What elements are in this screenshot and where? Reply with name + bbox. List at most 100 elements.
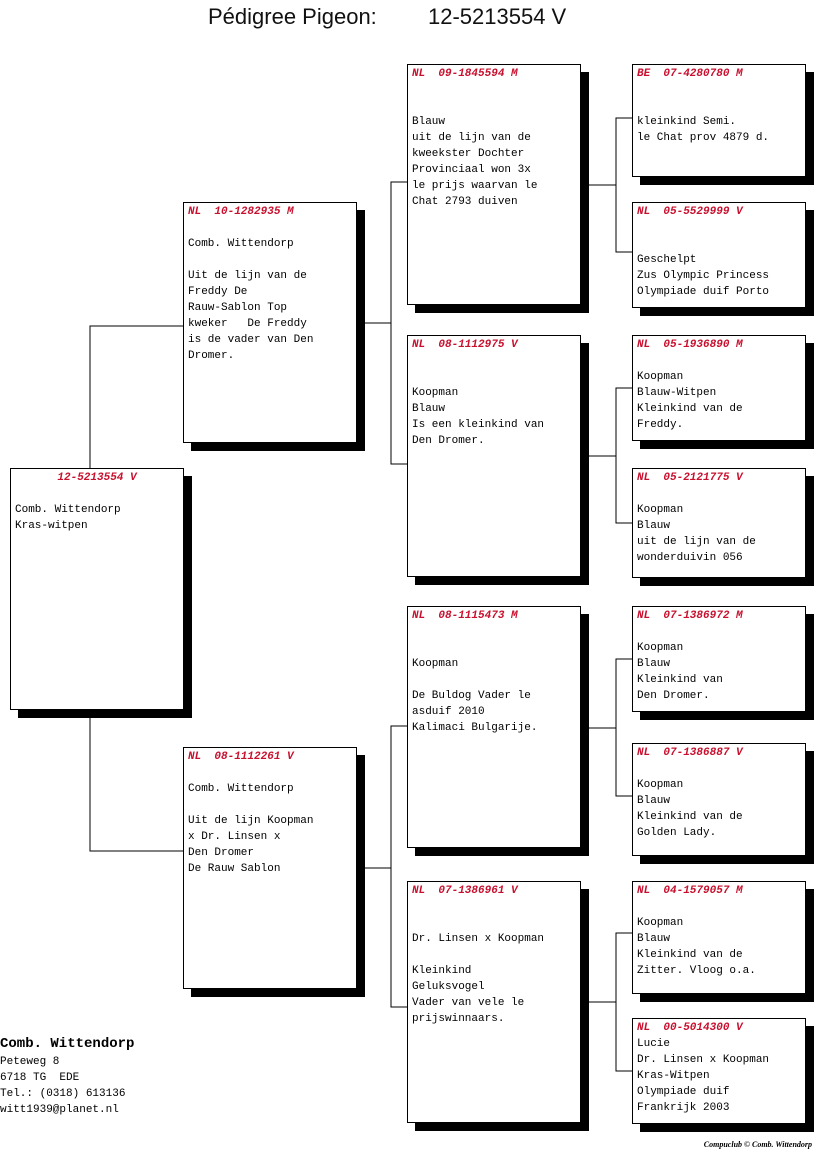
description-line (15, 486, 179, 502)
pigeon-description: Geschelpt Zus Olympic Princess Olympiade… (633, 220, 805, 300)
pigeon-card-dam[interactable]: NL 08-1112261 V Comb. Wittendorp Uit de … (183, 747, 357, 989)
description-line (412, 353, 576, 369)
connector-gp1-bracket (615, 117, 632, 253)
pigeon-card-grandsire-maternal[interactable]: NL 08-1115473 M Koopman De Buldog Vader … (407, 606, 581, 848)
description-line: Uit de lijn van de (188, 270, 307, 282)
description-line: Frankrijk 2003 (637, 1102, 730, 1114)
description-line: Chat 2793 duiven (412, 196, 518, 208)
owner-address-street: Peteweg 8 (0, 1056, 60, 1068)
pigeon-card-ggp-7[interactable]: NL 04-1579057 M Koopman Blauw Kleinkind … (632, 881, 806, 994)
pigeon-card-ggp-3[interactable]: NL 05-1936890 M Koopman Blauw-Witpen Kle… (632, 335, 806, 441)
pigeon-card-ggp-1[interactable]: BE 07-4280780 M kleinkind Semi. le Chat … (632, 64, 806, 177)
ring-number: BE 07-4280780 M (637, 68, 743, 80)
owner-info: Comb. Wittendorp Peteweg 8 6718 TG EDE T… (0, 1034, 134, 1118)
description-line: Kras-witpen (15, 520, 88, 532)
description-line: le Chat prov 4879 d. (637, 132, 770, 144)
owner-email[interactable]: witt1939@planet.nl (0, 1104, 119, 1116)
description-line: x Dr. Linsen x (188, 831, 281, 843)
description-line: Dr. Linsen x Koopman (412, 933, 545, 945)
description-line: Olympiade duif Porto (637, 286, 770, 298)
description-line: Provinciaal won 3x (412, 164, 531, 176)
pigeon-description: Koopman Blauw uit de lijn van de wonderd… (633, 486, 805, 566)
pigeon-card-granddam-paternal[interactable]: NL 08-1112975 V Koopman Blauw Is een kle… (407, 335, 581, 577)
description-line: prijswinnaars. (412, 1013, 505, 1025)
description-line (412, 624, 576, 640)
description-line: Den Dromer. (637, 690, 710, 702)
description-line: Freddy De (188, 286, 248, 298)
description-line (637, 761, 801, 777)
description-line: Blauw (637, 795, 671, 807)
description-line: uit de lijn van de (637, 536, 756, 548)
description-line: is de vader van Den (188, 334, 314, 346)
description-line: Blauw (637, 520, 671, 532)
description-line: Dromer. (188, 350, 235, 362)
description-line (412, 899, 576, 915)
description-line: Koopman (412, 658, 459, 670)
ring-number: NL 00-5014300 V (637, 1022, 743, 1034)
ring-number: NL 10-1282935 M (188, 206, 294, 218)
ring-number: NL 07-1386887 V (637, 747, 743, 759)
connector-gp2-bracket (615, 387, 632, 524)
ring-number: NL 05-2121775 V (637, 472, 743, 484)
description-line (188, 220, 352, 236)
pigeon-card-granddam-maternal[interactable]: NL 07-1386961 V Dr. Linsen x Koopman Kle… (407, 881, 581, 1123)
description-line: Zitter. Vloog o.a. (637, 965, 756, 977)
ring-number: NL 08-1112975 V (412, 339, 518, 351)
description-line (188, 252, 352, 268)
description-line: Vader van vele le (412, 997, 525, 1009)
description-line: Lucie (637, 1038, 671, 1050)
pigeon-description: Koopman Blauw Kleinkind van de Zitter. V… (633, 899, 805, 979)
pigeon-description: Blauw uit de lijn van de kweekster Docht… (408, 82, 580, 210)
description-line: Koopman (637, 504, 684, 516)
description-line: Kleinkind van de (637, 811, 743, 823)
description-line (637, 353, 801, 369)
description-line (637, 899, 801, 915)
owner-address-city: 6718 TG EDE (0, 1072, 80, 1084)
pigeon-card-ggp-8[interactable]: NL 00-5014300 V Lucie Dr. Linsen x Koopm… (632, 1018, 806, 1124)
pigeon-card-ggp-4[interactable]: NL 05-2121775 V Koopman Blauw uit de lij… (632, 468, 806, 578)
description-line: Is een kleinkind van (412, 419, 545, 431)
pigeon-description: Comb. Wittendorp Kras-witpen (11, 486, 183, 534)
description-line: Freddy. (637, 419, 684, 431)
pigeon-card-ggp-2[interactable]: NL 05-5529999 V Geschelpt Zus Olympic Pr… (632, 202, 806, 308)
description-line: Dr. Linsen x Koopman (637, 1054, 770, 1066)
description-line (637, 236, 801, 252)
ring-number: NL 08-1112261 V (188, 751, 294, 763)
pigeon-card-grandsire-paternal[interactable]: NL 09-1845594 M Blauw uit de lijn van de… (407, 64, 581, 305)
pigeon-description: kleinkind Semi. le Chat prov 4879 d. (633, 82, 805, 146)
description-line (188, 765, 352, 781)
description-line (412, 82, 576, 98)
pigeon-card-ggp-5[interactable]: NL 07-1386972 M Koopman Blauw Kleinkind … (632, 606, 806, 712)
pigeon-description: Koopman Blauw-Witpen Kleinkind van de Fr… (633, 353, 805, 433)
description-line: Uit de lijn Koopman (188, 815, 314, 827)
description-line: uit de lijn van de (412, 132, 531, 144)
description-line (412, 947, 576, 963)
description-line: Koopman (412, 387, 459, 399)
description-line: Kleinkind van de (637, 949, 743, 961)
connector-sire-bracket (390, 181, 407, 465)
pigeon-card-ggp-6[interactable]: NL 07-1386887 V Koopman Blauw Kleinkind … (632, 743, 806, 856)
description-line: Kleinkind van de (637, 403, 743, 415)
description-line (412, 98, 576, 114)
pigeon-card-main[interactable]: 12-5213554 V Comb. Wittendorp Kras-witpe… (10, 468, 184, 710)
pigeon-description: Koopman De Buldog Vader le asduif 2010 K… (408, 624, 580, 736)
ring-number: NL 08-1115473 M (412, 610, 518, 622)
ring-number: NL 07-1386961 V (412, 885, 518, 897)
pigeon-description: Dr. Linsen x Koopman Kleinkind Geluksvog… (408, 899, 580, 1027)
description-line: kweker De Freddy (188, 318, 307, 330)
description-line: Koopman (637, 371, 684, 383)
description-line (637, 82, 801, 98)
pigeon-description: Koopman Blauw Kleinkind van Den Dromer. (633, 624, 805, 704)
description-line: Kalimaci Bulgarije. (412, 722, 538, 734)
pigeon-card-sire[interactable]: NL 10-1282935 M Comb. Wittendorp Uit de … (183, 202, 357, 443)
description-line: Golden Lady. (637, 827, 717, 839)
pigeon-description: Koopman Blauw Kleinkind van de Golden La… (633, 761, 805, 841)
description-line (637, 220, 801, 236)
description-line: Koopman (637, 642, 684, 654)
description-line: Koopman (637, 779, 684, 791)
owner-name: Comb. Wittendorp (0, 1036, 135, 1052)
description-line: Zus Olympic Princess (637, 270, 770, 282)
description-line: Den Dromer. (412, 435, 485, 447)
pigeon-description: Koopman Blauw Is een kleinkind van Den D… (408, 353, 580, 449)
